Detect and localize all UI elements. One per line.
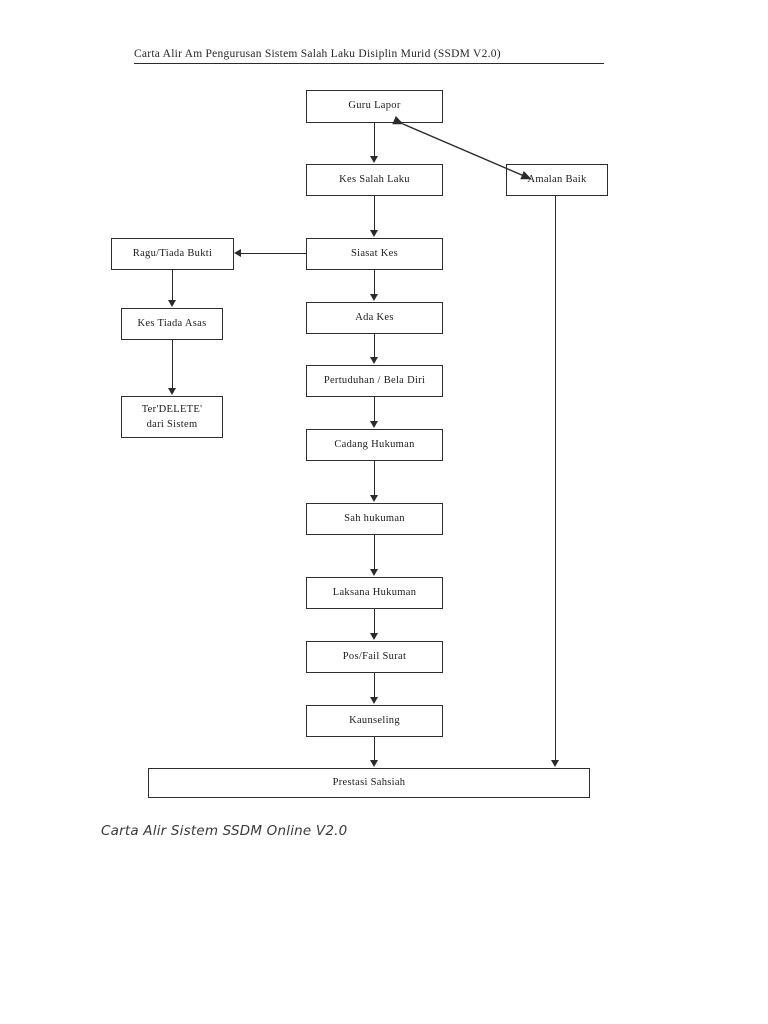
arrow-head-icon (370, 569, 378, 576)
edge-pertuduhan-to-cadang-hukuman (374, 397, 376, 422)
arrow-head-icon (370, 697, 378, 704)
node-label: Pos/Fail Surat (342, 650, 407, 662)
arrow-head-icon (234, 249, 241, 257)
node-label: Kes Tiada Asas (137, 317, 207, 329)
node-sah-hukuman[interactable]: Sah hukuman (306, 503, 443, 535)
arrow-head-icon (370, 357, 378, 364)
edge-siasat-kes-to-ragu-tiada-bukti (241, 253, 307, 255)
arrow-head-icon (370, 230, 378, 237)
arrow-head-icon (168, 300, 176, 307)
node-label: Sah hukuman (344, 512, 405, 524)
node-kes-salah-laku[interactable]: Kes Salah Laku (306, 164, 443, 196)
node-pertuduhan-bela-diri[interactable]: Pertuduhan / Bela Diri (306, 365, 443, 397)
node-label: Pertuduhan / Bela Diri (323, 374, 426, 386)
node-prestasi-sahsiah[interactable]: Prestasi Sahsiah (148, 768, 590, 798)
edge-kaunseling-to-prestasi-sahsiah (374, 737, 376, 761)
node-pos-fail-surat[interactable]: Pos/Fail Surat (306, 641, 443, 673)
arrow-head-icon (551, 760, 559, 767)
node-kes-tiada-asas[interactable]: Kes Tiada Asas (121, 308, 223, 340)
edge-pos-fail-surat-to-kaunseling (374, 673, 376, 698)
node-siasat-kes[interactable]: Siasat Kes (306, 238, 443, 270)
edge-ragu-tiada-bukti-to-kes-tiada-asas (172, 270, 174, 301)
edge-kes-tiada-asas-to-ter-delete (172, 340, 174, 389)
diagram-title: Carta Alir Am Pengurusan Sistem Salah La… (134, 48, 604, 64)
edge-sah-hukuman-to-laksana-hukuman (374, 535, 376, 570)
edge-guru-lapor-to-kes-salah-laku (374, 123, 376, 157)
node-label-line-2: dari Sistem (146, 419, 198, 430)
node-label: Kes Salah Laku (339, 173, 410, 185)
node-label: Amalan Baik (527, 173, 587, 185)
arrow-head-icon (370, 156, 378, 163)
node-label: Prestasi Sahsiah (332, 776, 406, 788)
node-kaunseling[interactable]: Kaunseling (306, 705, 443, 737)
figure-caption: Carta Alir Sistem SSDM Online V2.0 (101, 823, 348, 839)
edge-cadang-hukuman-to-sah-hukuman (374, 461, 376, 496)
node-laksana-hukuman[interactable]: Laksana Hukuman (306, 577, 443, 609)
edge-laksana-hukuman-to-pos-fail-surat (374, 609, 376, 634)
edge-siasat-kes-to-ada-kes (374, 270, 376, 295)
arrow-head-icon (168, 388, 176, 395)
node-label: Cadang Hukuman (334, 438, 415, 450)
node-label: Ragu/Tiada Bukti (132, 247, 213, 259)
node-label: Kaunseling (349, 714, 400, 726)
edge-ada-kes-to-pertuduhan (374, 334, 376, 358)
edge-amalan-baik-to-prestasi-sahsiah (555, 196, 557, 761)
arrow-head-icon (370, 495, 378, 502)
edge-kes-salah-laku-to-siasat-kes (374, 196, 376, 231)
node-label: Siasat Kes (350, 247, 399, 259)
node-label: Laksana Hukuman (332, 586, 417, 598)
node-ragu-tiada-bukti[interactable]: Ragu/Tiada Bukti (111, 238, 234, 270)
node-cadang-hukuman[interactable]: Cadang Hukuman (306, 429, 443, 461)
arrow-head-icon (370, 294, 378, 301)
node-ada-kes[interactable]: Ada Kes (306, 302, 443, 334)
node-label-line-1: Ter'DELETE' (141, 403, 203, 415)
node-amalan-baik[interactable]: Amalan Baik (506, 164, 608, 196)
arrow-head-icon (370, 633, 378, 640)
node-ter-delete-dari-sistem[interactable]: Ter'DELETE' dari Sistem (121, 396, 223, 438)
node-label: Guru Lapor (348, 100, 401, 112)
node-label: Ada Kes (355, 311, 394, 323)
arrow-head-icon (370, 760, 378, 767)
node-guru-lapor[interactable]: Guru Lapor (306, 90, 443, 123)
arrow-head-icon (370, 421, 378, 428)
